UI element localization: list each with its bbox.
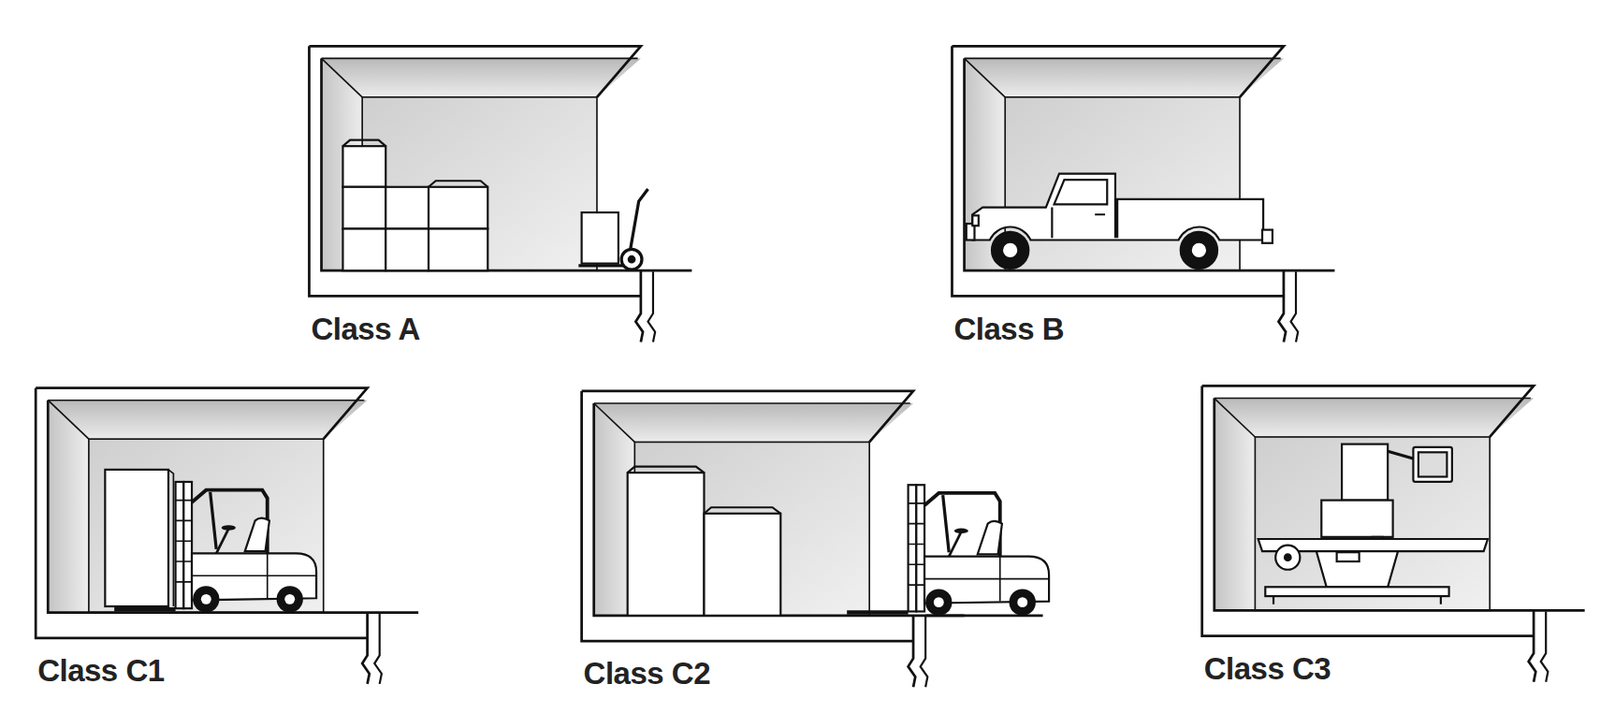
illustration-circle <box>621 248 642 270</box>
illustration-circle <box>1191 242 1208 259</box>
illustration-circle <box>628 256 636 263</box>
room-c3 <box>1202 385 1586 682</box>
illustration-g <box>1258 444 1488 605</box>
illustration-path <box>972 174 1264 241</box>
room-bay: Class C3 <box>1202 385 1534 692</box>
illustration-rect <box>1412 447 1452 482</box>
illustration-rect <box>428 229 488 272</box>
illustration-use <box>35 388 419 684</box>
illustration-use <box>114 481 317 613</box>
illustration-circle <box>1180 232 1218 269</box>
illustration-path <box>1273 596 1441 605</box>
room-bay: Class B <box>951 45 1283 352</box>
illustration-rect <box>428 187 488 230</box>
illustration-rect <box>342 187 386 230</box>
class-label: Class C1 <box>37 654 164 686</box>
illustration-path <box>1387 450 1417 460</box>
illustration-use <box>581 391 965 687</box>
illustration-rect <box>1418 451 1448 477</box>
illustration-g <box>627 466 782 616</box>
class-label: Class B <box>953 313 1064 345</box>
illustration-path <box>1316 551 1398 587</box>
illustration-rect <box>1321 500 1393 538</box>
illustration-path <box>168 469 174 607</box>
illustration-rect <box>1265 586 1449 597</box>
illustration-rect <box>1341 444 1388 501</box>
illustration-rect <box>385 187 429 230</box>
illustration-rect <box>385 229 429 272</box>
illustration-path <box>1051 199 1118 238</box>
illustration-rect <box>581 212 619 264</box>
illustration-rect <box>1262 230 1273 244</box>
illustration-use <box>951 45 1335 342</box>
illustration-circle <box>1275 545 1300 570</box>
illustration-rect <box>104 469 169 607</box>
illustration-rect <box>972 215 979 226</box>
room-bay: Class A <box>308 45 640 352</box>
room-bay: Class C2 <box>581 391 914 698</box>
illustration-circle <box>1002 242 1019 259</box>
illustration-rect <box>703 513 781 616</box>
illustration-polygon <box>1054 179 1108 204</box>
illustration-use <box>308 45 692 342</box>
class-label: Class A <box>310 313 420 345</box>
room-b <box>951 45 1335 342</box>
class-label: Class C2 <box>583 657 711 689</box>
illustration-rect <box>1337 552 1360 562</box>
illustration-path <box>342 140 488 188</box>
illustration-rect <box>342 145 386 188</box>
illustration-circle <box>1284 553 1292 561</box>
room-c1 <box>35 388 419 684</box>
room-bay: Class C1 <box>35 387 367 694</box>
illustration-rect <box>627 472 705 616</box>
illustration-circle <box>991 232 1029 269</box>
illustration-g <box>966 174 1273 269</box>
illustration-g <box>342 140 648 272</box>
room-a <box>308 45 692 342</box>
illustration-use <box>846 484 1049 616</box>
class-label: Class C3 <box>1204 653 1331 684</box>
illustration-use <box>1202 385 1586 682</box>
illustration-path <box>703 507 781 514</box>
illustration-path <box>627 466 705 474</box>
room-c2 <box>581 391 1049 687</box>
illustration-rect <box>342 229 386 272</box>
